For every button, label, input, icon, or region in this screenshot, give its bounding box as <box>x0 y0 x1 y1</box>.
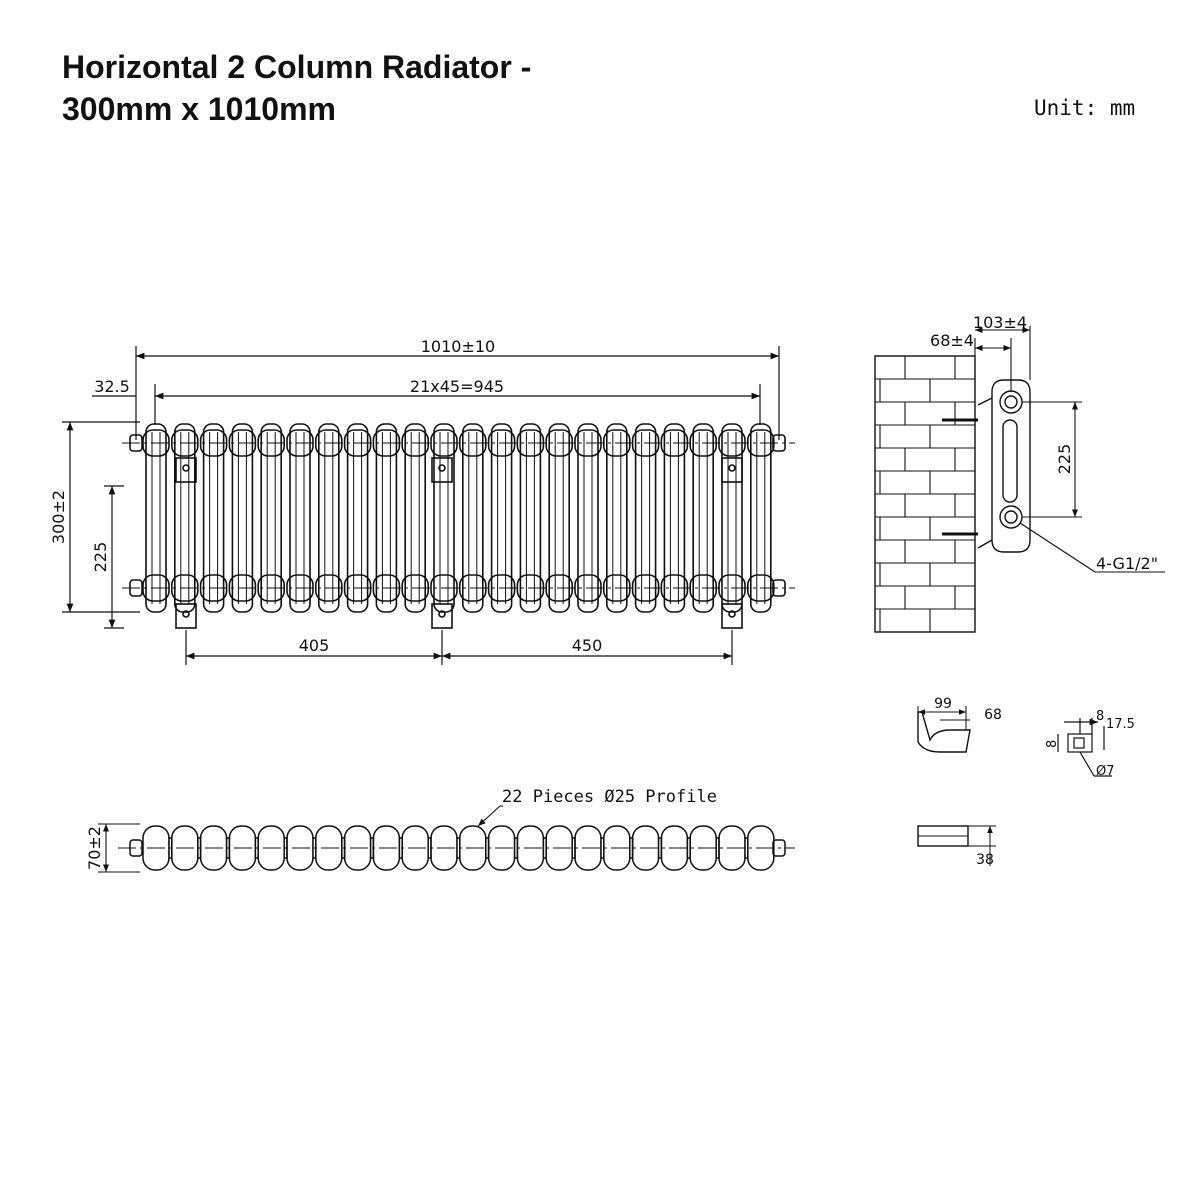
radiator-section <box>286 423 314 613</box>
connections-label: 4-G1/2" <box>1096 554 1158 573</box>
radiator-columns <box>129 423 786 613</box>
bracket-dim-99: 99 <box>934 696 952 712</box>
depth-label: 70±2 <box>85 826 104 870</box>
front-view <box>122 423 795 629</box>
pipe-centres-label: 225 <box>91 542 110 573</box>
radiator-section <box>314 423 343 613</box>
bracket-detail-bottom <box>917 825 996 866</box>
clip-detail-labels: 8 17.5 8 Ø7 <box>1045 709 1135 779</box>
radiator-section <box>171 423 199 613</box>
radiator-section <box>746 423 775 613</box>
radiator-section <box>602 423 631 613</box>
radiator-section <box>372 423 401 613</box>
radiator-section <box>430 423 458 613</box>
unit-label: Unit: mm <box>1034 96 1136 120</box>
radiator-section <box>487 423 516 613</box>
floor-bracket-right <box>721 603 743 629</box>
wall-clearance-label: 68±4 <box>930 331 974 350</box>
side-pipe-centres-label: 225 <box>1055 444 1074 475</box>
clip-dim-8-side: 8 <box>1045 740 1060 748</box>
radiator-section <box>516 423 545 613</box>
side-view-labels: 68±4 103±4 225 4-G1/2" <box>930 313 1158 573</box>
radiator-section <box>631 423 660 613</box>
radiator-section <box>660 423 689 613</box>
overall-width-label: 1010±10 <box>421 337 495 356</box>
radiator-section <box>343 423 372 613</box>
front-view-labels: 1010±10 32.5 21x45=945 300±2 225 405 450 <box>49 337 602 655</box>
page-title: Horizontal 2 Column Radiator - 300mm x 1… <box>62 46 531 130</box>
bracket-detail-top-labels: 99 68 <box>934 696 1002 723</box>
wall-bracket-top-left <box>175 457 197 483</box>
side-view <box>874 355 1031 633</box>
clip-hole-diameter: Ø7 <box>1096 764 1115 779</box>
title-line-1: Horizontal 2 Column Radiator - <box>62 49 532 85</box>
radiator-section <box>689 423 718 613</box>
radiator-section <box>574 423 602 613</box>
top-view <box>98 805 795 873</box>
clip-detail <box>1057 718 1112 777</box>
front-view-dimensions <box>62 346 780 665</box>
overall-height-label: 300±2 <box>49 490 68 544</box>
radiator-section <box>718 423 746 613</box>
radiator-section <box>142 423 170 613</box>
bracket-dim-68: 68 <box>984 707 1002 723</box>
floor-bracket-centre <box>431 603 453 629</box>
radiator-section <box>257 423 286 613</box>
radiator-section <box>228 423 257 613</box>
profile-note-label: 22 Pieces Ø25 Profile <box>502 787 717 807</box>
clip-dim-17-5: 17.5 <box>1106 717 1135 732</box>
wall-bracket-top-right <box>721 457 743 483</box>
bracket-dim-38: 38 <box>976 852 994 868</box>
radiator-section <box>199 423 228 613</box>
bottom-connection-icon <box>999 505 1023 529</box>
brick-wall <box>874 355 976 633</box>
floor-bracket-left <box>175 603 197 629</box>
wall-bracket-top-centre <box>431 457 453 483</box>
bracket-spacing-left-label: 405 <box>299 636 330 655</box>
top-connection-icon <box>999 390 1023 414</box>
end-offset-label: 32.5 <box>94 377 130 396</box>
radiator-section <box>545 423 574 613</box>
title-line-2: 300mm x 1010mm <box>62 91 336 127</box>
side-view-dimensions <box>974 326 1165 573</box>
radiator-section <box>401 423 430 613</box>
radiator-section <box>458 423 487 613</box>
bracket-spacing-right-label: 450 <box>572 636 603 655</box>
top-view-labels: 70±2 22 Pieces Ø25 Profile <box>85 787 717 870</box>
overall-depth-label: 103±4 <box>973 313 1027 332</box>
section-pitch-label: 21x45=945 <box>410 377 504 396</box>
bracket-detail-top <box>917 706 971 753</box>
clip-dim-8-top: 8 <box>1096 709 1104 724</box>
